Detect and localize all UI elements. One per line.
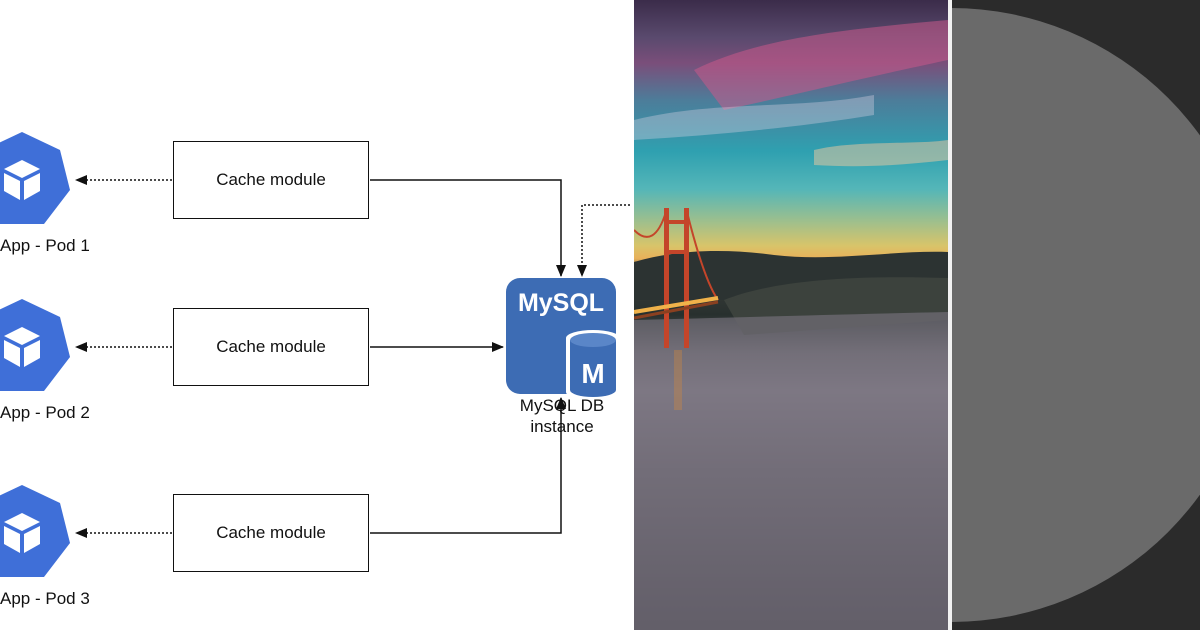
cache-module-label: Cache module — [216, 337, 326, 356]
dotted-arrow — [577, 204, 630, 277]
diagram-canvas: MySQL M — [0, 132, 630, 577]
grey-circle — [952, 8, 1200, 622]
pod-label: App - Pod 1 — [0, 236, 90, 255]
mysql-badge-letter: M — [581, 358, 604, 389]
panel-divider — [948, 0, 952, 630]
cache-module-label: Cache module — [216, 170, 326, 189]
solid-arrow — [370, 179, 566, 277]
cache-module-box: Cache module — [173, 308, 369, 386]
database-label: MySQL DB instance — [519, 396, 605, 436]
cache-module-label: Cache module — [216, 523, 326, 542]
bridge-photo — [634, 0, 948, 630]
kubernetes-pod-icon — [0, 299, 70, 391]
pod-label: App - Pod 3 — [0, 589, 90, 608]
bridge-photo-art — [634, 20, 948, 630]
cache-module-box: Cache module — [173, 494, 369, 572]
mysql-database-icon: MySQL M — [506, 278, 620, 400]
architecture-diagram: MySQL M App - Pod 1 App - Pod 2 App - Po… — [0, 132, 630, 608]
cache-module-box: Cache module — [173, 141, 369, 219]
kubernetes-pod-icon — [0, 485, 70, 577]
mysql-logo-text: MySQL — [518, 289, 604, 317]
solid-arrow — [370, 397, 566, 534]
dark-panel — [952, 0, 1200, 630]
pod-label: App - Pod 2 — [0, 403, 90, 422]
kubernetes-pod-icon — [0, 132, 70, 224]
